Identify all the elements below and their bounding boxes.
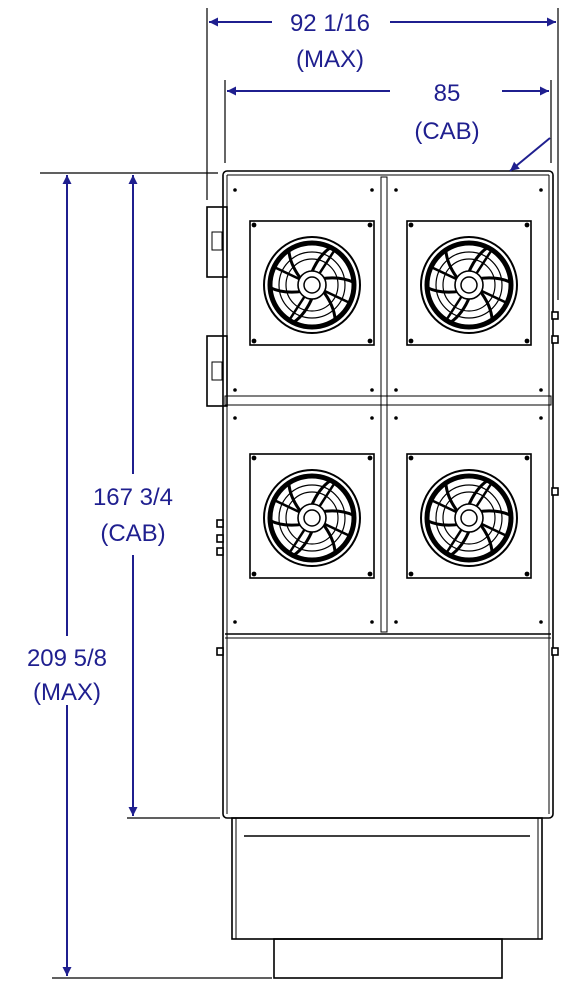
fan-mount-plate — [406, 220, 532, 346]
overall-height-value: 209 5/8 — [27, 645, 107, 672]
side-box-lower-latch — [211, 361, 223, 381]
fan-mount-plate — [249, 453, 375, 579]
cab-height-qualifier: (CAB) — [100, 520, 165, 547]
cab-height-value: 167 3/4 — [93, 484, 173, 511]
cab-width-qualifier: (CAB) — [414, 118, 479, 145]
fan-mount-plate — [406, 453, 532, 579]
dimensions: 92 1/16 (MAX) 85 (CAB) 167 3/4 (CAB) 209… — [27, 8, 559, 979]
unit-outline — [206, 170, 559, 979]
base-foot — [273, 938, 503, 979]
cab-width-value: 85 — [434, 80, 461, 107]
fan-assembly — [406, 453, 532, 579]
fan-assembly — [406, 220, 532, 346]
panel-screws — [233, 188, 543, 624]
fan-mount-plate — [249, 220, 375, 346]
side-box-upper — [206, 206, 228, 278]
overall-height-qualifier: (MAX) — [33, 679, 101, 706]
fan-assembly — [249, 453, 375, 579]
side-box-lower — [206, 335, 228, 407]
overall-width-value: 92 1/16 — [290, 10, 370, 37]
fan-assembly — [249, 220, 375, 346]
overall-width-qualifier: (MAX) — [296, 46, 364, 73]
cab-width-leader — [509, 137, 551, 172]
side-box-upper-latch — [211, 231, 223, 251]
middle-rail — [224, 395, 552, 406]
left-side-fittings — [216, 519, 224, 656]
right-side-fittings — [551, 311, 559, 656]
fan-assemblies — [233, 188, 543, 624]
